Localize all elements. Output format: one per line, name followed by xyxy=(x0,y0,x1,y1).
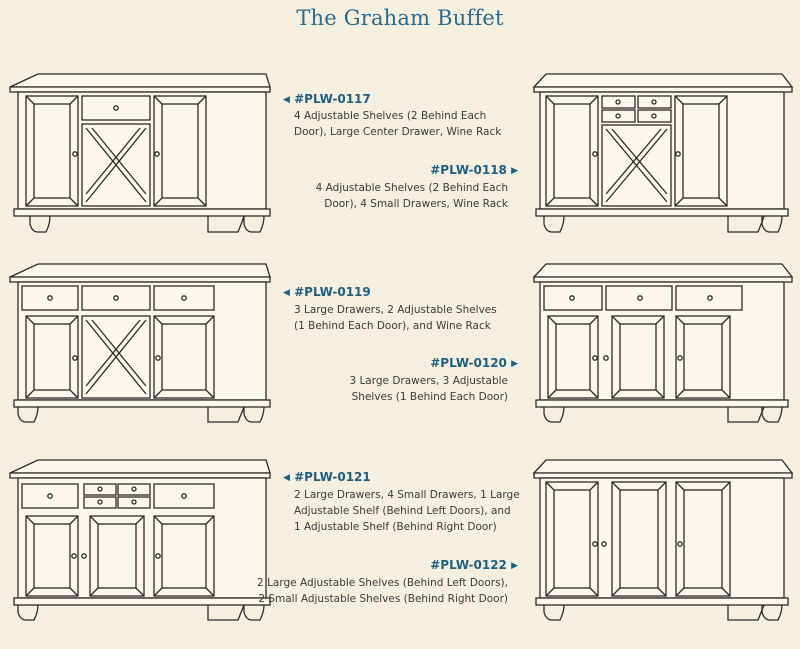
sku-plw-0117: ◀ #PLW-0117 xyxy=(283,92,371,106)
description-plw-0119: 3 Large Drawers, 2 Adjustable Shelves (1… xyxy=(294,304,497,332)
arrow-right-icon: ▶ xyxy=(511,561,518,571)
description-plw-0121: 2 Large Drawers, 4 Small Drawers, 1 Larg… xyxy=(294,489,520,533)
buffet-illustration-plw-0120 xyxy=(532,262,794,440)
arrow-left-icon: ◀ xyxy=(283,473,290,483)
buffet-illustration-plw-0121 xyxy=(8,458,274,638)
sku-plw-0118: #PLW-0118 ▶ xyxy=(430,163,518,177)
description-plw-0122: 2 Large Adjustable Shelves (Behind Left … xyxy=(257,577,508,605)
arrow-left-icon: ◀ xyxy=(283,288,290,298)
description-plw-0117: 4 Adjustable Shelves (2 Behind Each Door… xyxy=(294,110,502,138)
description-plw-0120: 3 Large Drawers, 3 Adjustable Shelves (1… xyxy=(349,375,508,403)
sku-plw-0120: #PLW-0120 ▶ xyxy=(430,356,518,370)
sku-plw-0119: ◀ #PLW-0119 xyxy=(283,285,371,299)
arrow-right-icon: ▶ xyxy=(511,166,518,176)
sku-plw-0122: #PLW-0122 ▶ xyxy=(430,558,518,572)
buffet-illustration-plw-0119 xyxy=(8,262,274,440)
page-title: The Graham Buffet xyxy=(296,6,504,30)
sku-plw-0121: ◀ #PLW-0121 xyxy=(283,470,371,484)
arrow-right-icon: ▶ xyxy=(511,359,518,369)
buffet-illustration-plw-0122 xyxy=(532,458,794,638)
buffet-illustration-plw-0117 xyxy=(8,72,274,248)
arrow-left-icon: ◀ xyxy=(283,95,290,105)
description-plw-0118: 4 Adjustable Shelves (2 Behind Each Door… xyxy=(315,182,508,210)
buffet-illustration-plw-0118 xyxy=(532,72,794,248)
